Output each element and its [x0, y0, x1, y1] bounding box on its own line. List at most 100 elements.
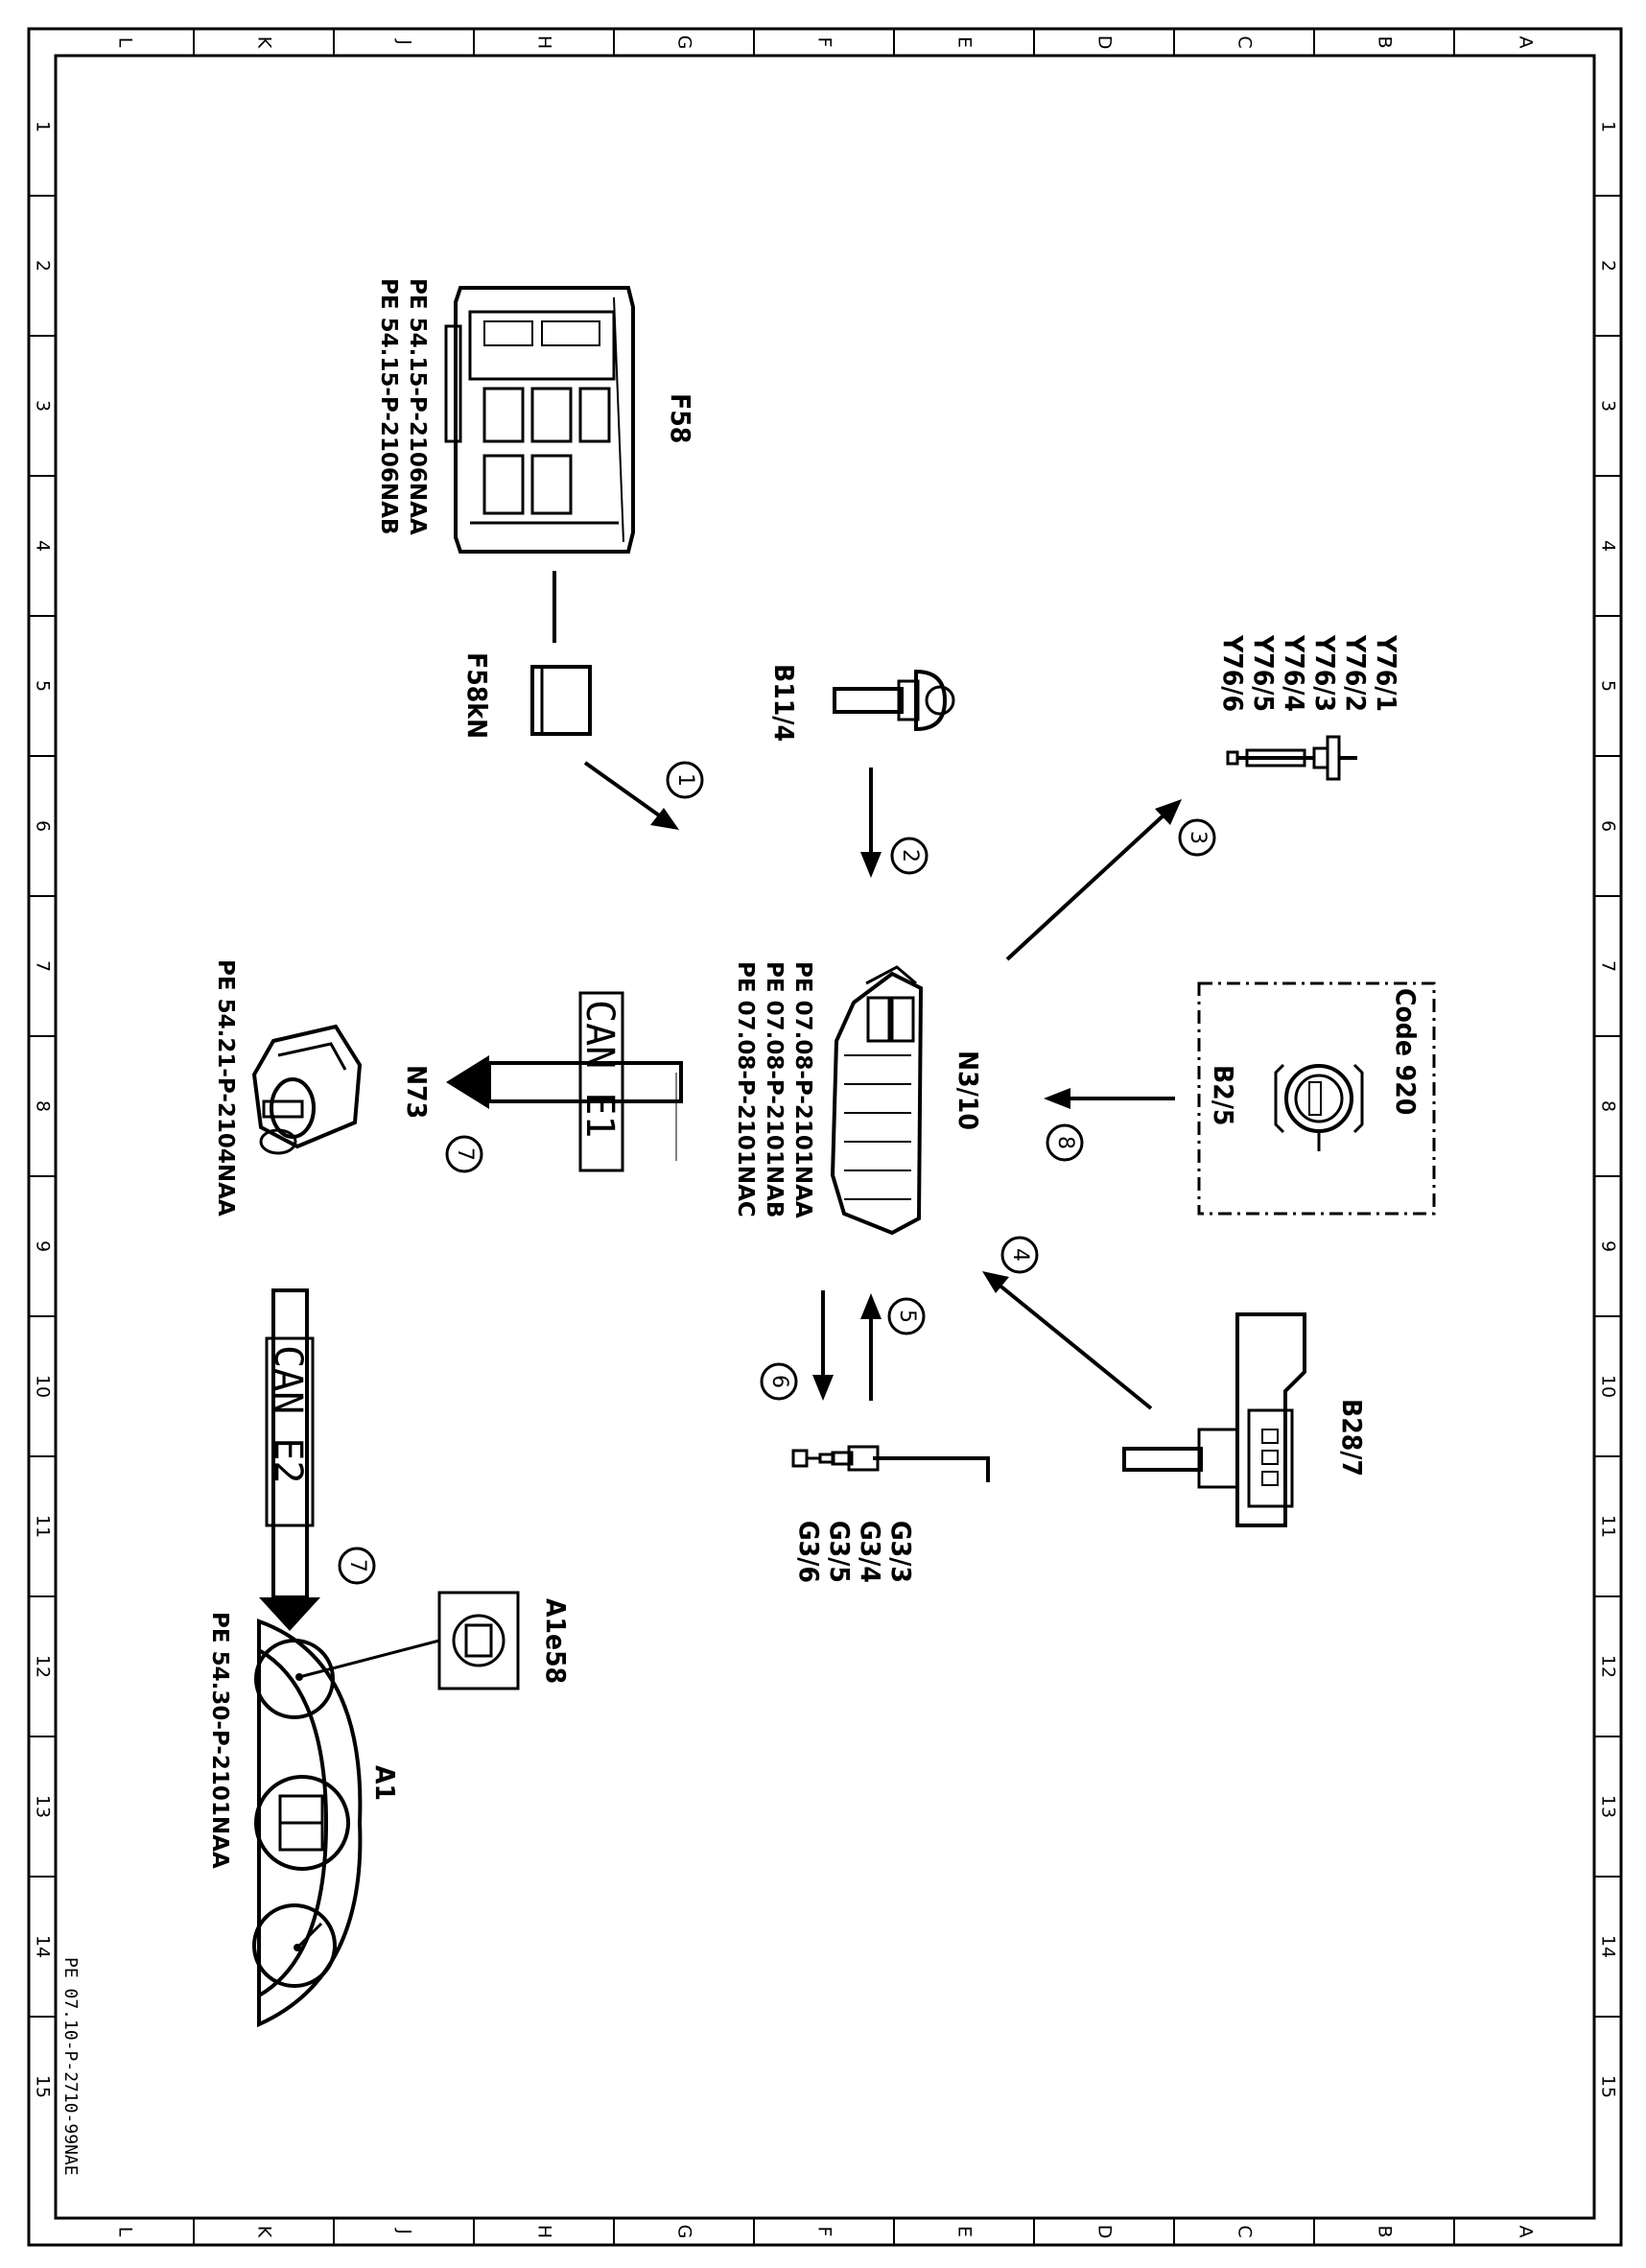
arrow-1-number: 1: [673, 773, 697, 787]
row-label-left: 4: [33, 540, 54, 552]
col-label-top: K: [254, 36, 275, 49]
row-label-right: 1: [1598, 121, 1619, 132]
arrow-7-n73-number: 7: [453, 1147, 477, 1161]
row-label-left: 6: [33, 820, 54, 832]
g3-6-label: G3/6: [793, 1521, 825, 1583]
g3-o2-sensor: [791, 1445, 990, 1482]
can-e2-label: CAN E2: [266, 1345, 310, 1484]
col-label-bottom: B: [1375, 2225, 1396, 2237]
arrow-3: [1005, 799, 1216, 961]
row-label-left: 5: [33, 680, 54, 692]
row-label-right: 7: [1598, 960, 1619, 972]
can-e1-bus: [446, 991, 683, 1172]
row-label-left: 15: [33, 2075, 54, 2098]
y76-3-label: Y76/3: [1309, 634, 1341, 712]
col-label-top: D: [1094, 35, 1116, 50]
row-label-left: 3: [33, 400, 54, 412]
y76-2-label: Y76/2: [1340, 634, 1372, 712]
f58-ref-1: PE 54.15-P-2106NAA: [405, 278, 430, 535]
b2-5-label: B2/5: [1208, 1065, 1239, 1125]
row-label-left: 1: [33, 121, 54, 132]
b28-7-label: B28/7: [1336, 1399, 1368, 1477]
arrow-8-number: 8: [1053, 1136, 1077, 1149]
row-label-left: 12: [33, 1655, 54, 1678]
col-label-bottom: C: [1234, 2225, 1256, 2237]
row-label-right: 2: [1598, 260, 1619, 272]
row-label-right: 8: [1598, 1100, 1619, 1112]
a1-cluster: [252, 1618, 363, 2028]
row-label-right: 11: [1598, 1515, 1619, 1538]
b2-5-box: [1197, 981, 1436, 1216]
grid-columns: L K J H G F E D C B A L K J H G F E D C …: [115, 29, 1537, 2245]
col-label-bottom: F: [814, 2227, 835, 2237]
b11-4-sensor: [833, 669, 955, 732]
arrow-4-number: 4: [1008, 1248, 1032, 1262]
y76-injector: [1226, 735, 1357, 781]
col-label-top: F: [814, 37, 835, 48]
col-label-top: L: [115, 37, 136, 48]
f58kn-label: F58kN: [461, 652, 493, 739]
n73-ref: PE 54.21-P-2104NAA: [213, 959, 238, 1217]
row-label-right: 5: [1598, 680, 1619, 692]
row-label-right: 14: [1598, 1935, 1619, 1958]
g3-5-label: G3/5: [824, 1521, 856, 1583]
col-label-bottom: K: [254, 2226, 275, 2238]
arrow-1: [583, 761, 704, 830]
arrow-2-number: 2: [898, 849, 922, 862]
row-label-right: 13: [1598, 1795, 1619, 1818]
row-label-right: 6: [1598, 820, 1619, 832]
n3-10-ref-1: PE 07.08-P-2101NAA: [790, 961, 815, 1218]
col-label-top: C: [1234, 35, 1256, 48]
can-e2-bus: [259, 1288, 320, 1631]
a1e58-label: A1e58: [540, 1598, 572, 1684]
arrow-3-number: 3: [1186, 831, 1210, 844]
row-label-left: 11: [33, 1515, 54, 1538]
arrow-6: [760, 1290, 834, 1401]
col-label-bottom: H: [534, 2225, 555, 2238]
y76-6-label: Y76/6: [1217, 634, 1249, 712]
arrow-6-number: 6: [767, 1375, 791, 1388]
f58-module: [444, 286, 635, 554]
row-label-left: 13: [33, 1795, 54, 1818]
row-label-left: 14: [33, 1935, 54, 1958]
f58-label: F58: [665, 393, 696, 443]
col-label-top: H: [534, 35, 555, 49]
a1-label: A1: [369, 1765, 401, 1801]
g3-4-label: G3/4: [855, 1521, 886, 1583]
b28-7-sensor: [1122, 1312, 1306, 1527]
n73-switch: [251, 1024, 363, 1155]
row-label-left: 2: [33, 260, 54, 272]
col-label-bottom: D: [1094, 2225, 1116, 2239]
n3-10-ref-2: PE 07.08-P-2101NAB: [762, 961, 787, 1217]
arrow-2: [860, 768, 929, 878]
n73-label: N73: [401, 1065, 433, 1119]
arrow-8: [1044, 1088, 1175, 1162]
arrow-7-a1-number: 7: [345, 1559, 369, 1572]
sheet-frame: [27, 27, 1623, 2247]
col-label-top: A: [1516, 36, 1537, 49]
y76-1-label: Y76/1: [1371, 634, 1402, 712]
row-label-left: 10: [33, 1375, 54, 1398]
row-label-right: 4: [1598, 540, 1619, 552]
arrow-5: [860, 1293, 926, 1401]
y76-4-label: Y76/4: [1279, 634, 1310, 712]
arrow-5-number: 5: [895, 1310, 919, 1323]
col-label-bottom: G: [674, 2225, 695, 2239]
row-label-right: 12: [1598, 1655, 1619, 1678]
a1-ref: PE 54.30-P-2101NAA: [207, 1612, 232, 1869]
arrow-7-n73-badge: [445, 1135, 483, 1173]
footer-code: PE 07.10-P-2710-99NAE: [60, 1957, 81, 2176]
grid-rows: 1 2 3 4 5 6 7 8 9 10 11 12 13 14 15 1 2 …: [29, 121, 1621, 2098]
can-e1-label: CAN E1: [577, 1000, 622, 1139]
col-label-top: E: [954, 36, 976, 48]
f58-ref-2: PE 54.15-P-2106NAB: [376, 278, 401, 534]
arrow-7-a1-badge: [338, 1547, 376, 1585]
col-label-top: J: [394, 38, 415, 45]
row-label-left: 9: [33, 1240, 54, 1252]
col-label-bottom: E: [954, 2226, 976, 2237]
row-label-right: 9: [1598, 1240, 1619, 1252]
row-label-right: 15: [1598, 2075, 1619, 2098]
n3-10-ecu: [830, 965, 924, 1236]
n3-10-label: N3/10: [952, 1051, 984, 1130]
row-label-left: 8: [33, 1100, 54, 1112]
